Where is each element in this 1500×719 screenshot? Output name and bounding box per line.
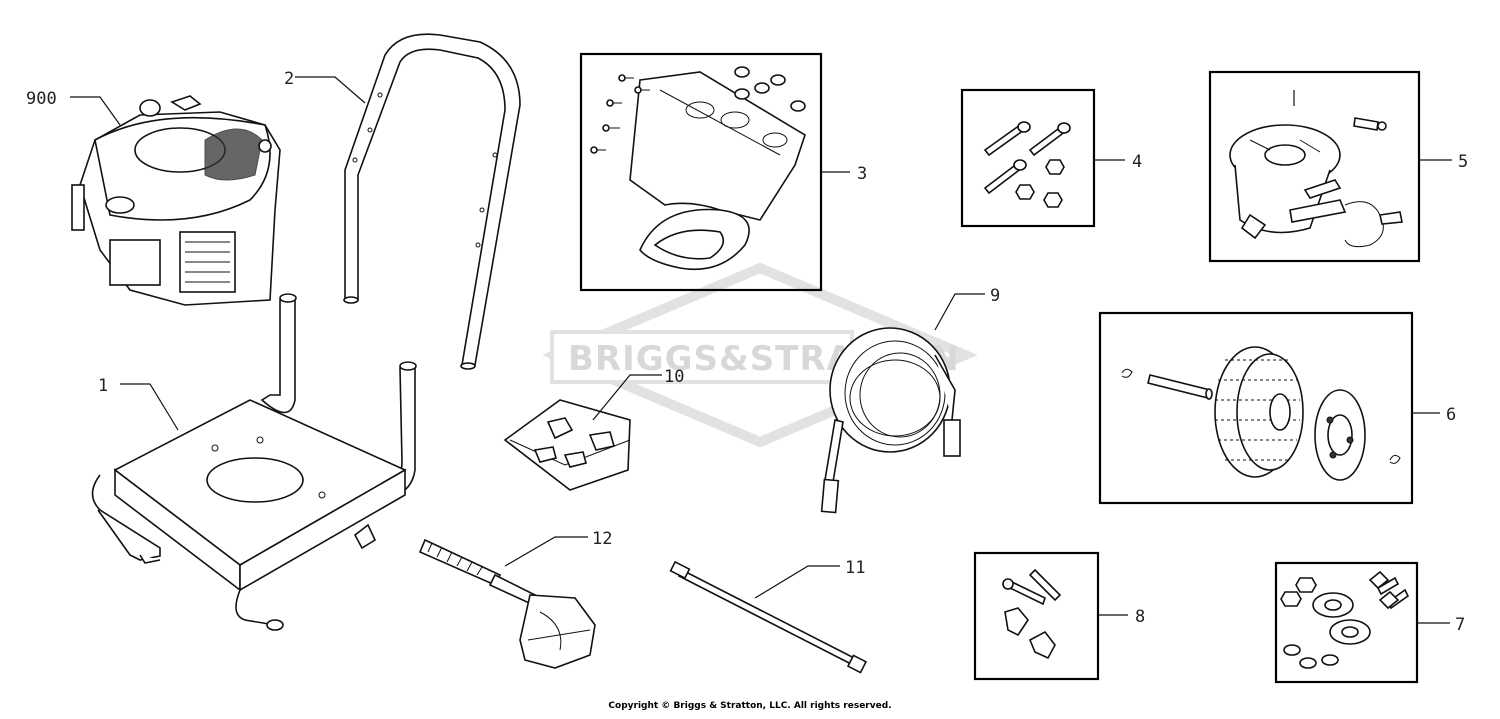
callout-1: 1 <box>98 376 108 396</box>
part-10-nozzle-kit[interactable] <box>503 399 631 491</box>
leader-lines <box>70 76 1452 624</box>
copyright-notice: Copyright © Briggs & Stratton, LLC. All … <box>608 701 892 711</box>
part-7-bearing-kit[interactable] <box>1274 561 1419 684</box>
part-1-frame[interactable] <box>91 293 417 631</box>
part-12-spray-gun[interactable] <box>418 538 596 669</box>
watermark-logo: BRIGGS&STRATTON <box>542 262 978 448</box>
callout-7: 7 <box>1455 615 1465 635</box>
part-2-handle[interactable] <box>343 33 521 370</box>
callout-11: 11 <box>845 558 865 578</box>
part-5-pump[interactable] <box>1208 70 1421 263</box>
callout-10: 10 <box>664 367 684 387</box>
hardware-screws <box>590 74 650 154</box>
callout-900: 900 <box>26 89 57 109</box>
part-11-wand[interactable] <box>669 560 868 674</box>
callout-8: 8 <box>1135 607 1145 627</box>
callout-4: 4 <box>1132 152 1142 172</box>
callout-3: 3 <box>857 164 867 184</box>
callout-2: 2 <box>284 69 294 89</box>
callout-6: 6 <box>1446 405 1456 425</box>
part-8-knob-kit[interactable] <box>973 551 1100 681</box>
hardware-grommets <box>734 66 806 112</box>
part-6-wheel-kit[interactable] <box>1098 311 1414 505</box>
part-900-engine[interactable] <box>71 95 281 306</box>
part-4-bolt-kit[interactable] <box>960 88 1096 228</box>
part-3-bracket-kit[interactable] <box>579 52 823 292</box>
callout-5: 5 <box>1458 152 1468 172</box>
part-9-hose[interactable] <box>820 327 961 514</box>
callout-12: 12 <box>592 529 612 549</box>
callout-numbers: 900 2 1 3 4 5 6 7 8 9 10 11 12 <box>26 69 1468 635</box>
callout-9: 9 <box>990 286 1000 306</box>
